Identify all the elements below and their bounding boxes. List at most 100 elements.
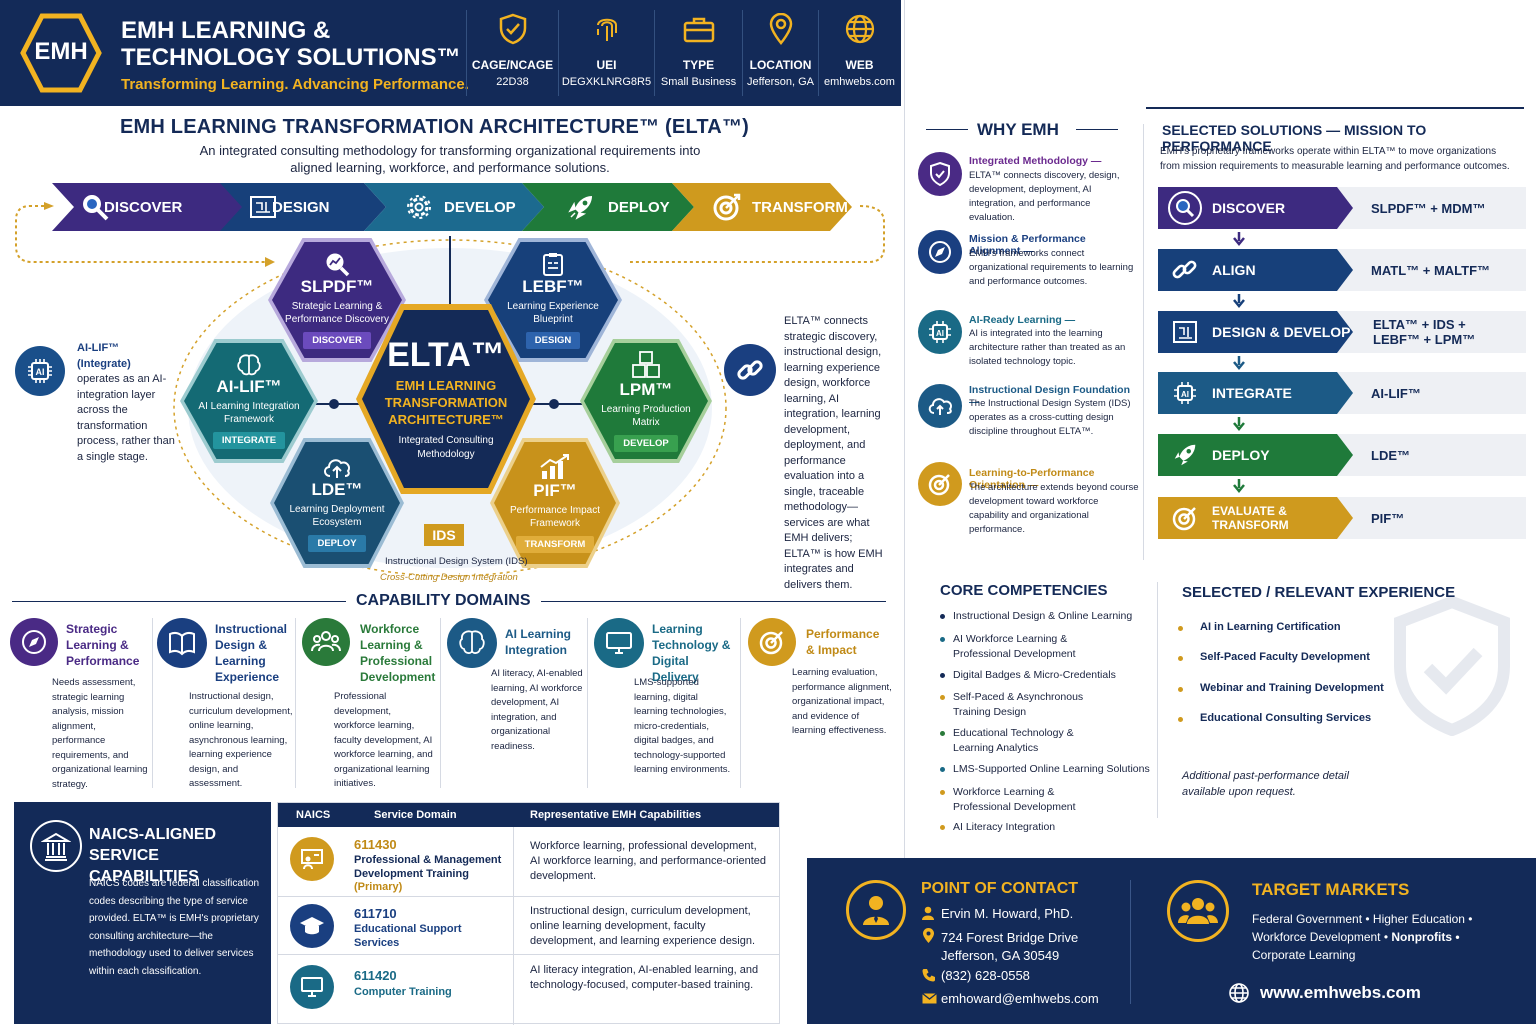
naics-primary: (Primary) xyxy=(354,881,403,893)
domain-instructional-badge xyxy=(157,618,207,668)
phone-icon xyxy=(922,969,935,982)
list-bullet xyxy=(940,695,945,700)
why-rule-right xyxy=(1076,129,1118,130)
experience-list: AI in Learning Certification Self-Paced … xyxy=(1178,616,1418,746)
rocket-icon xyxy=(1171,441,1199,469)
search-icon xyxy=(80,192,110,222)
why-item-desc: ELTA™ connects discovery, design, develo… xyxy=(969,170,1120,223)
left-note-title: AI-LIF™ (Integrate) xyxy=(77,342,131,370)
list-item: Educational Consulting Services xyxy=(1200,712,1372,724)
ids-sublabel: Cross-Cutting Design Integration xyxy=(380,572,518,583)
solution-design-label: DESIGN & DEVELOP xyxy=(1212,324,1351,340)
down-arrow-icon xyxy=(1233,356,1245,370)
book-icon xyxy=(169,631,195,656)
phase-discover-label: DISCOVER xyxy=(104,198,183,216)
solution-integrate-value: AI-LIF™ xyxy=(1371,386,1421,401)
hex-slpdf-desc: Strategic Learning & Performance Discove… xyxy=(285,301,389,325)
hex-pif-desc: Performance Impact Framework xyxy=(509,505,601,529)
list-item: LMS-Supported Online Learning Solutions xyxy=(953,763,1150,775)
presentation-badge xyxy=(290,837,334,881)
target-icon xyxy=(759,631,783,655)
hex-lde-desc: Learning Deployment Ecosystem xyxy=(289,504,385,528)
website-link[interactable]: www.emhwebs.com xyxy=(1260,983,1421,1002)
person-small-icon xyxy=(922,906,934,920)
shield-icon xyxy=(930,161,950,187)
why-rule-left xyxy=(926,129,968,130)
why-item: Learning-to-Performance Orientation — Th… xyxy=(916,462,1140,535)
list-item: Self-Paced & Asynchronous Training Desig… xyxy=(953,691,1084,718)
why-title: WHY EMH xyxy=(977,120,1059,139)
elta-title: EMH LEARNING TRANSFORMATION ARCHITECTURE… xyxy=(120,116,750,138)
target-icon xyxy=(1171,504,1199,532)
solution-transform-value: PIF™ xyxy=(1371,511,1405,526)
hex-slpdf-badge: DISCOVER xyxy=(303,332,371,349)
why-badge xyxy=(918,152,962,196)
people-icon xyxy=(311,631,341,652)
solutions-title: SELECTED SOLUTIONS — MISSION TO PERFORMA… xyxy=(1162,122,1427,154)
why-item-title: Learning-to-Performance Orientation — xyxy=(969,467,1095,491)
svg-text:AI: AI xyxy=(936,329,944,338)
solution-integrate: AI INTEGRATE xyxy=(1158,372,1353,414)
experience-divider xyxy=(1157,582,1158,818)
chart-search-icon xyxy=(326,253,350,277)
domain-performance: Performance & Impact Learning evaluation… xyxy=(748,618,893,790)
domain-divider xyxy=(440,618,441,788)
cage-value: 22D38 xyxy=(496,76,529,88)
solution-align-label: ALIGN xyxy=(1212,262,1256,278)
solution-bg xyxy=(1336,187,1526,229)
domain-workforce-badge xyxy=(302,618,350,666)
hex-lpm-desc: Learning Production Matrix xyxy=(601,404,691,428)
naics-domain: Computer Training xyxy=(354,986,452,998)
list-bullet xyxy=(940,767,945,772)
list-bullet xyxy=(940,637,945,642)
list-bullet xyxy=(940,673,945,678)
contact-email[interactable]: emhoward@emhwebs.com xyxy=(941,991,1099,1006)
domain-technology-badge xyxy=(594,618,644,668)
solution-transform-label: EVALUATE & TRANSFORM xyxy=(1212,504,1289,532)
list-item: AI Literacy Integration xyxy=(953,821,1056,833)
logo-text: EMH xyxy=(34,38,88,65)
target-icon xyxy=(712,192,742,222)
why-item-title: Mission & Performance Alignment — xyxy=(969,233,1086,257)
phase-deploy-label: DEPLOY xyxy=(608,198,670,216)
domain-workforce: Workforce Learning & Professional Develo… xyxy=(302,618,442,790)
down-arrow-icon xyxy=(1233,417,1245,431)
why-item: AI AI-Ready Learning — AI is integrated … xyxy=(916,308,1136,368)
solution-align-value: MATL™ + MALTF™ xyxy=(1371,263,1491,278)
ai-brain-icon xyxy=(459,630,485,654)
why-item-desc: EMH's frameworks connect organizational … xyxy=(969,248,1134,287)
naics-col-caps: Representative EMH Capabilities xyxy=(530,809,702,821)
experience-note: Additional past-performance detail avail… xyxy=(1182,770,1349,798)
svg-text:AI: AI xyxy=(36,367,45,377)
phase-transform: TRANSFORM xyxy=(672,183,852,231)
hex-lebf-name: LEBF™ xyxy=(522,277,584,296)
ai-chip-icon: AI xyxy=(929,321,951,343)
person-icon xyxy=(863,896,889,925)
why-item-desc: The Instructional Design System (IDS) op… xyxy=(969,398,1131,437)
computer-icon xyxy=(301,977,323,997)
location-value: Jefferson, GA xyxy=(746,76,815,88)
domain-strategic: Strategic Learning & Performance Needs a… xyxy=(10,618,150,790)
domain-strategic-desc: Needs assessment, strategic learning ana… xyxy=(52,677,148,790)
footer-divider xyxy=(1130,880,1131,1004)
logo-hex-icon xyxy=(20,13,102,93)
markets-line: Federal Government • Higher Education • xyxy=(1252,912,1473,926)
column-divider xyxy=(904,0,905,860)
solutions-top-rule xyxy=(1146,107,1524,109)
why-item: Mission & Performance Alignment — EMH's … xyxy=(916,230,1136,290)
solution-deploy: DEPLOY xyxy=(1158,434,1353,476)
table-row: 611420 Computer Training AI literacy int… xyxy=(278,955,779,1023)
naics-table: NAICS Service Domain Representative EMH … xyxy=(277,802,780,1025)
company-name: EMH LEARNING &TECHNOLOGY SOLUTIONS™ xyxy=(121,17,461,71)
why-item: Integrated Methodology — ELTA™ connects … xyxy=(916,152,1136,223)
naics-col-code: NAICS xyxy=(296,809,331,821)
naics-caps: Instructional design, curriculum develop… xyxy=(530,905,756,947)
naics-badge xyxy=(30,820,82,872)
uei-cell: UEI DEGXKLNRG8R5 xyxy=(558,10,654,96)
why-divider xyxy=(1143,124,1144,560)
solution-bg xyxy=(1336,372,1526,414)
location-label: LOCATION xyxy=(749,58,812,72)
